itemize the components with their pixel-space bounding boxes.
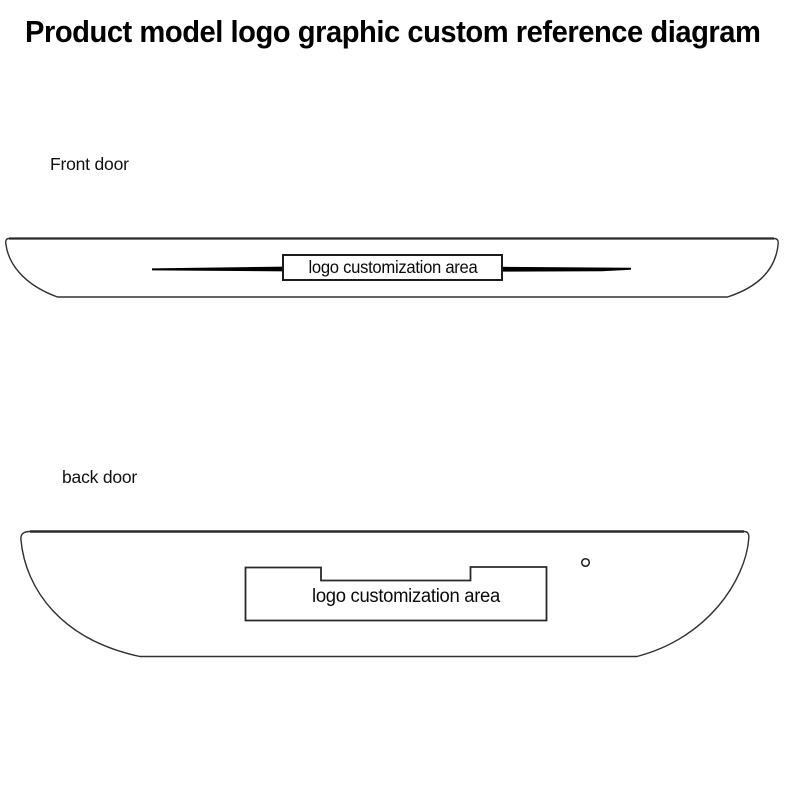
- front-door-label: Front door: [50, 154, 129, 174]
- front-logo-area-box: logo customization area: [282, 254, 503, 281]
- groove-line-right: [501, 266, 631, 272]
- groove-line-left: [152, 266, 284, 272]
- back-door-label: back door: [62, 467, 138, 487]
- back-logo-area-box: [244, 566, 548, 622]
- screw-hole-icon: [580, 557, 591, 568]
- page-title: Product model logo graphic custom refere…: [25, 14, 761, 49]
- back-logo-area-label: logo customization area: [312, 586, 500, 607]
- front-logo-area-label: logo customization area: [307, 257, 478, 277]
